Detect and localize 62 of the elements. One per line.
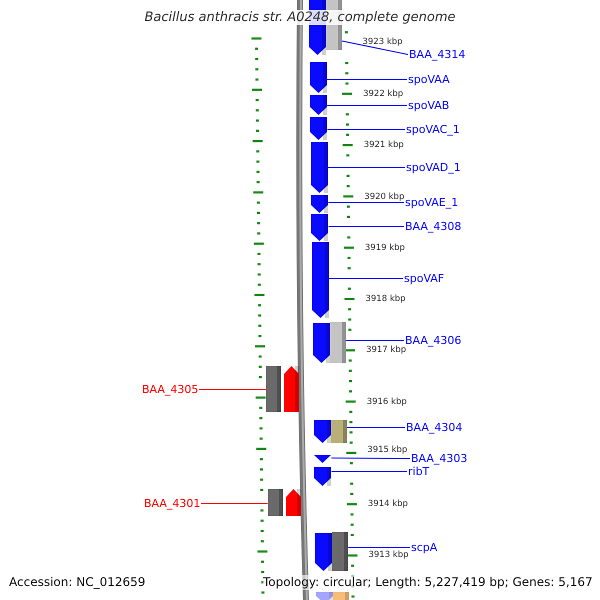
gene-label: BAA_4301 (144, 497, 200, 510)
gene-marker (286, 489, 301, 516)
gene-label: spoVAA (408, 73, 450, 86)
leader-line (328, 226, 404, 227)
gene-label: BAA_4305 (142, 383, 198, 396)
gene-bar (266, 366, 282, 412)
scale-label: 3920 kbp (364, 192, 404, 203)
gene-marker (284, 366, 300, 412)
leader-line (200, 503, 268, 504)
gene-label: BAA_4303 (411, 452, 468, 465)
scale-label: 3914 kbp (368, 499, 408, 510)
scale-label: 3922 kbp (363, 89, 404, 100)
scale-label: 3923 kbp (362, 37, 403, 48)
genome-summary-text: Topology: circular; Length: 5,227,419 bp; Genes: 5,167 (263, 575, 593, 590)
leader-line (346, 427, 406, 428)
leader-line (341, 40, 408, 55)
gene-marker (310, 62, 327, 93)
gene-label: spoVAD_1 (406, 161, 461, 174)
accession-text: Accession: NC_012659 (9, 575, 146, 590)
scale-label: 3916 kbp (366, 397, 407, 408)
scale-label: 3917 kbp (366, 345, 406, 356)
gene-label: scpA (411, 541, 438, 554)
gene-marker (311, 214, 328, 241)
leader-line (345, 340, 404, 341)
leader-line (326, 79, 408, 80)
gene-marker (315, 533, 332, 571)
leader-line (327, 167, 406, 168)
gene-marker (314, 420, 331, 443)
leader-line (330, 471, 408, 472)
gene-label: spoVAE_1 (405, 196, 458, 209)
gene-marker (310, 117, 328, 140)
gene-label: BAA_4306 (405, 334, 462, 347)
leader-line (326, 105, 408, 106)
gene-marker (311, 195, 328, 213)
leader-line (348, 547, 410, 548)
leader-line (330, 458, 410, 459)
gene-label: BAA_4308 (405, 220, 462, 233)
gene-marker (314, 467, 332, 486)
gene-marker (310, 142, 328, 193)
gene-marker (312, 323, 330, 363)
gene-marker (310, 95, 328, 115)
gene-label: spoVAC_1 (406, 123, 460, 136)
gene-bar (330, 420, 347, 443)
scale-label: 3913 kbp (368, 550, 409, 561)
leader-line (198, 389, 267, 390)
gene-label: BAA_4314 (409, 48, 466, 61)
scale-label: 3921 kbp (364, 140, 404, 151)
leader-line (326, 129, 406, 130)
scale-label: 3919 kbp (364, 243, 405, 254)
gene-label: ribT (408, 465, 430, 478)
gene-bar (332, 532, 348, 571)
gene-label: spoVAF (404, 272, 444, 285)
leader-line (328, 278, 404, 279)
gene-label: BAA_4304 (406, 421, 462, 434)
diagram-title: Bacillus anthracis str. A0248, complete genome (142, 10, 458, 25)
gene-marker (314, 455, 332, 463)
leader-line (328, 202, 404, 203)
gene-label: spoVAB (408, 99, 450, 112)
gene-bar (268, 489, 283, 516)
scale-label: 3918 kbp (365, 294, 406, 305)
scale-label: 3915 kbp (367, 445, 408, 456)
gene-bar (330, 322, 346, 363)
